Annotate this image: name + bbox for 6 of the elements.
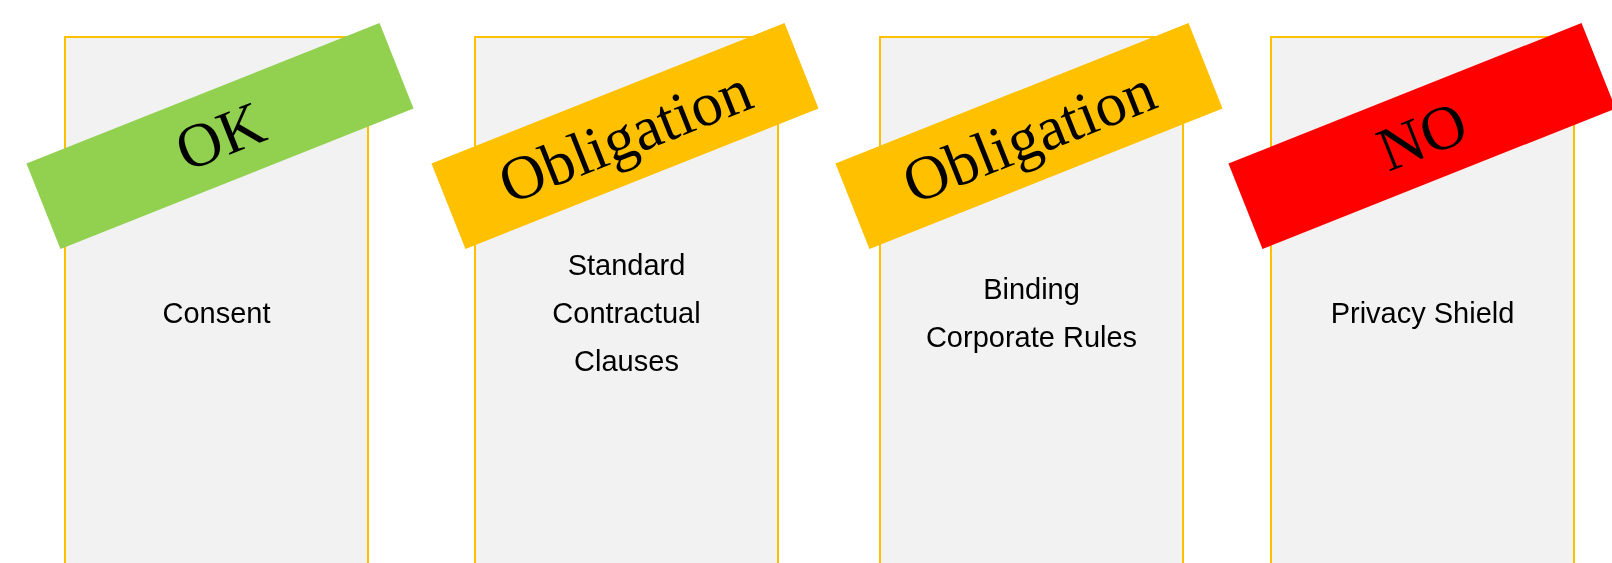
status-text: NO bbox=[1368, 90, 1476, 182]
option-label: Binding Corporate Rules bbox=[924, 272, 1139, 355]
option-label: Privacy Shield bbox=[1329, 296, 1516, 331]
option-label: Standard Contractual Clauses bbox=[551, 248, 702, 379]
option-label: Consent bbox=[161, 296, 272, 331]
status-text: OK bbox=[166, 90, 274, 182]
